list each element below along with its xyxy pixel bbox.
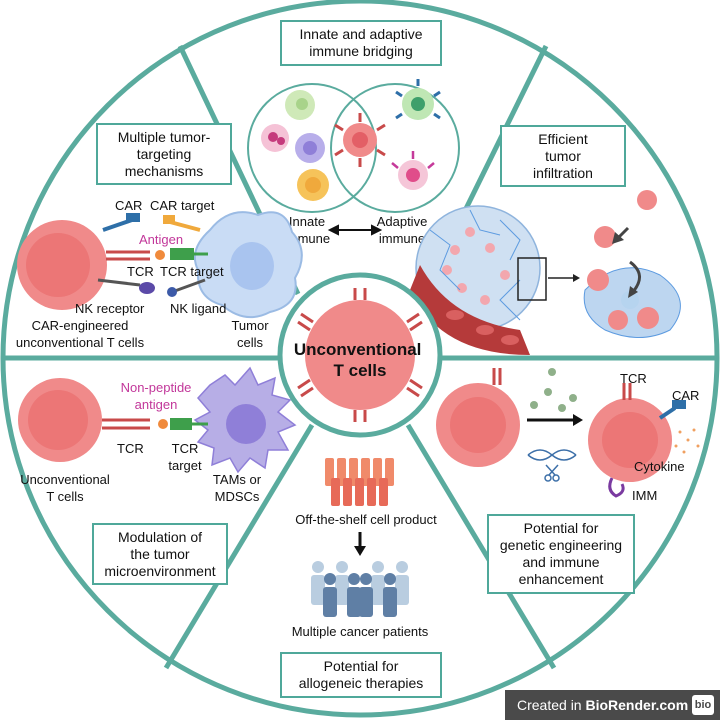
label-tcr-target-lower: TCR target: [168, 441, 202, 473]
label-off-the-shelf: Off-the-shelf cell product: [295, 512, 437, 527]
tam-cell: [193, 366, 297, 474]
innate-cells: [261, 90, 329, 201]
blood-vessel: [410, 265, 530, 355]
label-tcr: TCR: [127, 264, 154, 279]
label-tcr-lower: TCR: [117, 441, 144, 456]
tumor-cell-blue: [194, 211, 303, 319]
label-tams: TAMs or MDSCs: [213, 472, 262, 504]
title-upper-right: Efficient tumor infiltration: [500, 125, 626, 187]
title-lower-right: Potential for genetic engineering and im…: [487, 514, 635, 594]
adaptive-cells: [391, 79, 441, 190]
title-upper-left: Multiple tumor- targeting mechanisms: [96, 123, 232, 185]
receptor-set-lower-left: [102, 418, 208, 430]
engineered-t-cell: [588, 383, 686, 498]
innate-label-l1: Innate: [289, 214, 325, 229]
non-peptide-l2: antigen: [135, 397, 178, 412]
patients-icon: [311, 561, 409, 617]
cell-product-vials: [325, 458, 394, 506]
biorender-badge[interactable]: Created in BioRender.com bio: [505, 690, 720, 720]
title-top: Innate and adaptive immune bridging: [280, 20, 442, 66]
title-bottom: Potential for allogeneic therapies: [280, 652, 442, 698]
center-title: Unconventional T cells: [294, 340, 426, 380]
label-car-cells: CAR-engineered unconventional T cells: [16, 318, 145, 350]
label-car: CAR: [115, 198, 142, 213]
car-cells-l1: CAR-engineered: [32, 318, 129, 333]
car-t-cell: [17, 220, 107, 310]
down-arrow-icon: [354, 532, 366, 556]
label-imm: IMM: [632, 488, 657, 503]
bridging-t-cell: [334, 113, 386, 167]
unconv-l1: Unconventional: [20, 472, 110, 487]
cytokine-dots: [674, 428, 700, 454]
label-car-lr: CAR: [672, 388, 699, 403]
label-nk-receptor: NK receptor: [75, 301, 145, 316]
badge-text: Created in BioRender.com: [517, 697, 688, 713]
receptor-set-upper-left: [97, 213, 208, 297]
label-multiple-patients: Multiple cancer patients: [292, 624, 429, 639]
badge-brand: BioRender.com: [585, 697, 689, 713]
center-title-line1: Unconventional: [294, 340, 422, 359]
title-bottom-text: Potential for allogeneic therapies: [298, 658, 424, 691]
infiltration-detail: [583, 190, 681, 338]
zoom-box: [517, 257, 547, 301]
virus-particles: [530, 368, 577, 412]
car-cells-l2: unconventional T cells: [16, 335, 145, 350]
tams-l2: MDSCs: [215, 489, 260, 504]
biorender-logo-icon: bio: [692, 695, 714, 715]
title-lower-right-text: Potential for genetic engineering and im…: [499, 520, 623, 587]
label-unconventional-cells: Unconventional T cells: [20, 472, 110, 504]
engineering-arrow-icon: [527, 414, 583, 426]
zoom-arrow-icon: [548, 274, 580, 282]
tcr-target-l1: TCR: [172, 441, 199, 456]
center-hub: [277, 272, 443, 438]
title-upper-right-text: Efficient tumor infiltration: [533, 130, 593, 181]
label-cytokine: Cytokine: [634, 459, 685, 474]
tumor-cells-l2: cells: [237, 335, 264, 350]
title-lower-left-text: Modulation of the tumor microenvironment: [104, 528, 216, 579]
unconv-l2: T cells: [46, 489, 84, 504]
title-lower-left: Modulation of the tumor microenvironment: [92, 523, 228, 585]
tams-l1: TAMs or: [213, 472, 262, 487]
label-tcr-target: TCR target: [160, 264, 224, 279]
label-non-peptide-antigen: Non-peptide antigen: [121, 380, 192, 412]
label-tcr-lr: TCR: [620, 371, 647, 386]
tcr-target-l2: target: [168, 458, 202, 473]
badge-prefix: Created in: [517, 697, 586, 713]
venn-diagram: [247, 83, 460, 213]
label-car-target: CAR target: [150, 198, 215, 213]
label-nk-ligand: NK ligand: [170, 301, 226, 316]
base-t-cell: [436, 368, 520, 467]
title-top-text: Innate and adaptive immune bridging: [299, 26, 423, 59]
non-peptide-l1: Non-peptide: [121, 380, 192, 395]
unconventional-t-cell: [18, 378, 102, 462]
dna-scissors-icon: [527, 449, 577, 482]
tumor-cells-l1: Tumor: [231, 318, 269, 333]
center-title-line2: T cells: [334, 361, 387, 380]
adaptive-label-l1: Adaptive: [377, 214, 428, 229]
title-upper-left-text: Multiple tumor- targeting mechanisms: [117, 128, 211, 179]
label-antigen: Antigen: [139, 232, 183, 247]
double-arrow-icon: [327, 224, 383, 236]
adaptive-label: Adaptive immune: [377, 214, 428, 246]
adaptive-label-l2: immune: [379, 231, 425, 246]
label-tumor-cells: Tumor cells: [231, 318, 269, 350]
